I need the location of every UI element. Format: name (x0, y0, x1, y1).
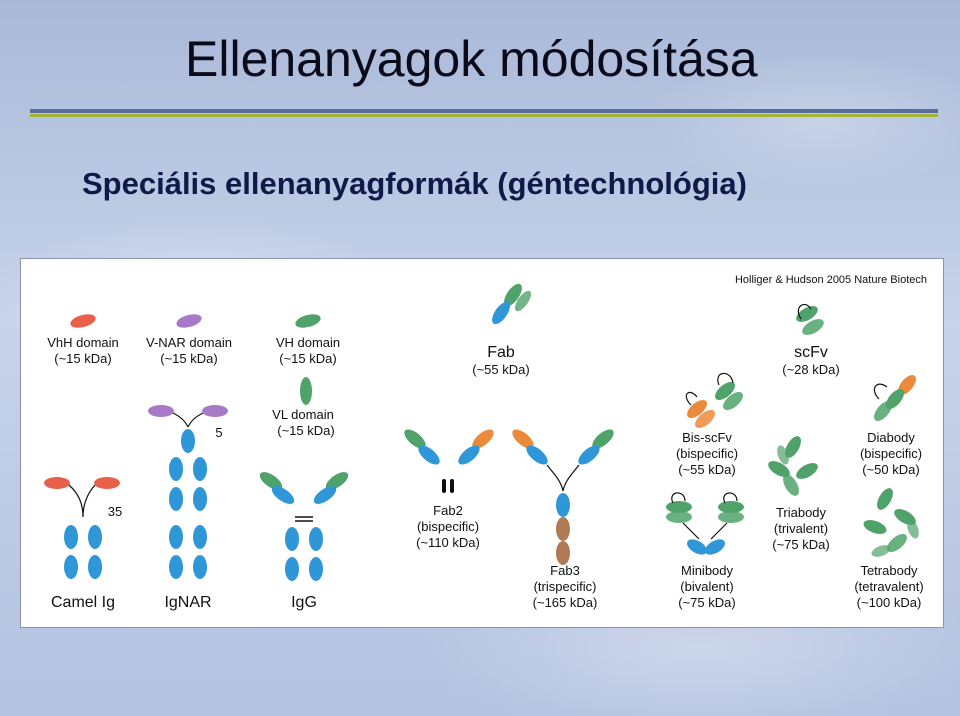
fab3-type: (trispecific) (534, 579, 597, 594)
vh-size: (~15 kDa) (279, 351, 336, 366)
minibody-type: (bivalent) (680, 579, 733, 594)
tetrabody-shape (863, 488, 919, 557)
tetrabody-type: (tetravalent) (854, 579, 923, 594)
diabody-name: Diabody (867, 430, 915, 445)
bisscfv-shape (685, 372, 743, 428)
camel-ig-shape (44, 477, 120, 579)
vl-name: VL domain (272, 407, 334, 422)
fab2-shape (404, 429, 494, 493)
slide-title: Ellenanyagok módosítása (185, 31, 758, 87)
vl-size: (~15 kDa) (277, 423, 334, 438)
scfv-shape (796, 304, 824, 335)
antibody-formats-figure: Holliger & Hudson 2005 Nature Biotech Vh… (20, 258, 944, 628)
vh-domain-shape (295, 314, 321, 328)
fab2-name: Fab2 (433, 503, 463, 518)
title-underline-accent (30, 114, 938, 117)
fab3-shape (512, 429, 614, 565)
tetrabody-size: (~100 kDa) (857, 595, 922, 610)
title-underline (30, 109, 938, 113)
fab-size: (~55 kDa) (472, 362, 529, 377)
scfv-size: (~28 kDa) (782, 362, 839, 377)
scfv-name: scFv (794, 344, 828, 361)
triabody-size: (~75 kDa) (772, 537, 829, 552)
fab2-size: (~110 kDa) (416, 535, 480, 550)
camel-ig-number: 35 (108, 504, 122, 519)
vh-name: VH domain (276, 335, 340, 350)
minibody-size: (~75 kDa) (678, 595, 735, 610)
fab3-name: Fab3 (550, 563, 580, 578)
antibody-diagram: Holliger & Hudson 2005 Nature Biotech Vh… (44, 274, 927, 611)
minibody-shape (666, 492, 744, 555)
vnar-size: (~15 kDa) (160, 351, 217, 366)
triabody-name: Triabody (776, 505, 827, 520)
triabody-type: (trivalent) (774, 521, 828, 536)
bisscfv-name: Bis-scFv (682, 430, 732, 445)
vhh-name: VhH domain (47, 335, 119, 350)
vnar-domain-shape (176, 314, 202, 328)
vnar-name: V-NAR domain (146, 335, 232, 350)
bisscfv-type: (bispecific) (676, 446, 738, 461)
diabody-type: (bispecific) (860, 446, 922, 461)
vhh-size: (~15 kDa) (54, 351, 111, 366)
fab-shape (492, 283, 532, 325)
igg-name: IgG (291, 594, 317, 611)
diabody-size: (~50 kDa) (862, 462, 919, 477)
bisscfv-size: (~55 kDa) (678, 462, 735, 477)
diabody-shape (873, 375, 916, 421)
ignar-name: IgNAR (164, 594, 211, 611)
igg-shape (259, 472, 349, 581)
triabody-shape (768, 436, 818, 496)
vhh-domain-shape (70, 314, 96, 328)
ignar-shape (148, 405, 228, 579)
citation: Holliger & Hudson 2005 Nature Biotech (735, 274, 927, 286)
tetrabody-name: Tetrabody (860, 563, 918, 578)
ignar-number: 5 (215, 425, 222, 440)
slide-subtitle: Speciális ellenanyagformák (géntechnológ… (82, 166, 747, 201)
camel-ig-name: Camel Ig (51, 594, 115, 611)
fab-name: Fab (487, 344, 515, 361)
fab2-type: (bispecific) (417, 519, 479, 534)
fab3-size: (~165 kDa) (533, 595, 598, 610)
minibody-name: Minibody (681, 563, 734, 578)
vl-domain-shape (300, 377, 312, 405)
